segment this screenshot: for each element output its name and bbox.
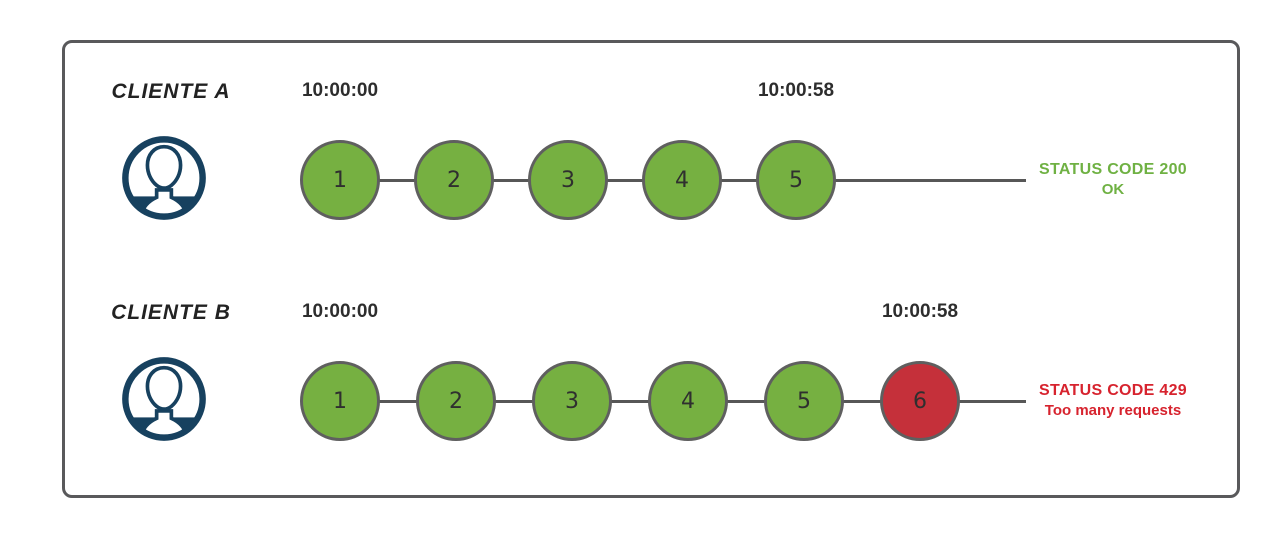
request-circle: 4 [642,140,722,220]
start-timestamp: 10:00:00 [301,301,379,322]
request-circle: 1 [300,361,380,441]
client-avatar [118,353,210,445]
end-timestamp: 10:00:58 [757,80,835,101]
status-code-text: STATUS CODE 200 [1039,161,1187,178]
diagram-border-box [62,40,1240,498]
request-circle: 3 [532,361,612,441]
request-circle: 5 [764,361,844,441]
request-circle: 3 [528,140,608,220]
status-detail-text: Too many requests [1044,402,1182,419]
user-icon [122,136,206,220]
client-avatar [118,132,210,224]
user-icon [122,357,206,441]
client-label: CLIENTE B [111,301,231,324]
request-circle: 2 [416,361,496,441]
request-circle: 1 [300,140,380,220]
status-detail-text: OK [1101,181,1125,198]
request-circle: 4 [648,361,728,441]
request-circle: 2 [414,140,494,220]
start-timestamp: 10:00:00 [301,80,379,101]
end-timestamp: 10:00:58 [881,301,959,322]
request-circle: 5 [756,140,836,220]
client-label: CLIENTE A [111,80,231,103]
request-circle-blocked: 6 [880,361,960,441]
status-code-text: STATUS CODE 429 [1039,382,1187,399]
